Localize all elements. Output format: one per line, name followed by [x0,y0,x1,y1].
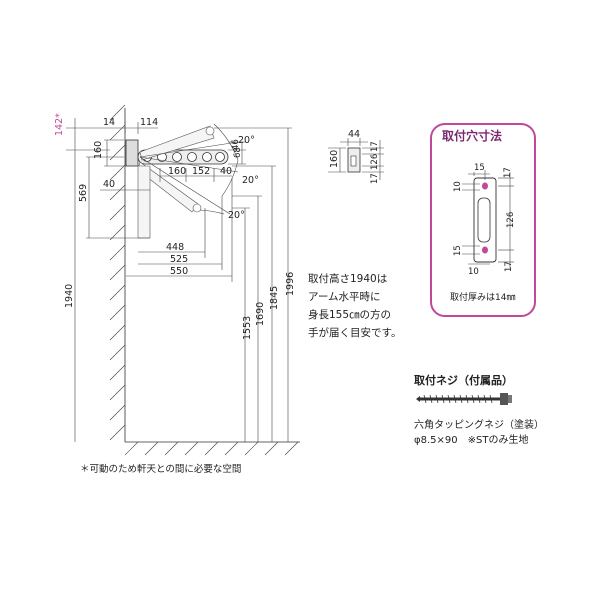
hole-dimension-panel: 取付穴寸法 15 17 10 126 15 10 17 取付厚みは14㎜ [430,123,536,317]
dim-160-horizontal: 160 [168,166,186,177]
wall [109,104,300,456]
dim-44: 44 [348,129,360,140]
screw-icon [416,393,512,405]
side-view-dimensions: 142* 14 114 160 569 40 1940 46 68 160 15… [54,113,296,475]
mounting-thickness: 取付厚みは14㎜ [450,292,515,303]
dim-1690: 1690 [255,302,266,326]
screw-size: φ8.5×90 ※STのみ生地 [414,433,528,446]
dim-1940: 1940 [64,284,75,308]
screw-section: 取付ネジ（付属品） 六角タッピングネジ（塗装） φ8.5×90 [414,373,544,446]
dim-126: 126 [370,154,380,170]
hole-dim-10-bottom: 10 [468,267,479,277]
note-line-2: アーム水平時に [308,291,381,303]
dim-17-bottom: 17 [370,173,380,184]
hole-dim-15-bottom: 15 [453,245,463,256]
dim-17-top: 17 [370,141,380,152]
note-line-4: 手が届く目安です。 [308,326,401,339]
mounting-hole-bottom [482,246,488,254]
screw-title: 取付ネジ（付属品） [414,373,513,387]
angle-label-1: 20° [238,135,255,146]
dim-40-left: 40 [103,179,115,190]
dim-448: 448 [166,242,184,253]
hole-dim-17-top: 17 [503,167,513,178]
dim-550: 550 [170,266,188,277]
install-note: 取付高さ1940は アーム水平時に 身長155㎝の方の 手が届く目安です。 [308,272,401,339]
hole-dim-126: 126 [506,212,516,228]
mounting-hole-top [482,182,488,190]
dim-40-mid: 40 [220,166,232,177]
screw-description: 六角タッピングネジ（塗装） [414,418,544,431]
dim-160: 160 [93,141,104,159]
clearance-footnote: ＊可動のため軒天との間に必要な空間 [80,463,241,475]
bracket-front-view: 44 17 126 17 160 [328,129,384,184]
dim-152: 152 [192,166,210,177]
dim-1996: 1996 [285,272,296,296]
hole-dim-15-top: 15 [474,163,485,173]
dim-1845: 1845 [269,286,280,310]
dim-14: 14 [103,117,115,128]
hole-dim-10-top: 10 [453,181,463,192]
dim-569: 569 [78,184,89,202]
dim-525: 525 [170,254,188,265]
dim-68: 68 [233,147,243,158]
dim-1553: 1553 [242,316,253,340]
dim-160-bracket: 160 [329,150,340,168]
hole-dim-17-bottom: 17 [504,261,514,272]
note-line-1: 取付高さ1940は [308,272,387,285]
arm-assembly [125,123,239,239]
dim-114: 114 [140,117,158,128]
angle-label-3: 20° [228,210,245,221]
dimension-lines [66,118,292,442]
clearance-label: 142* [54,113,65,136]
angle-label-2: 20° [242,175,259,186]
note-line-3: 身長155㎝の方の [308,308,391,321]
hole-panel-title: 取付穴寸法 [442,128,502,143]
dim-46: 46 [231,139,241,150]
